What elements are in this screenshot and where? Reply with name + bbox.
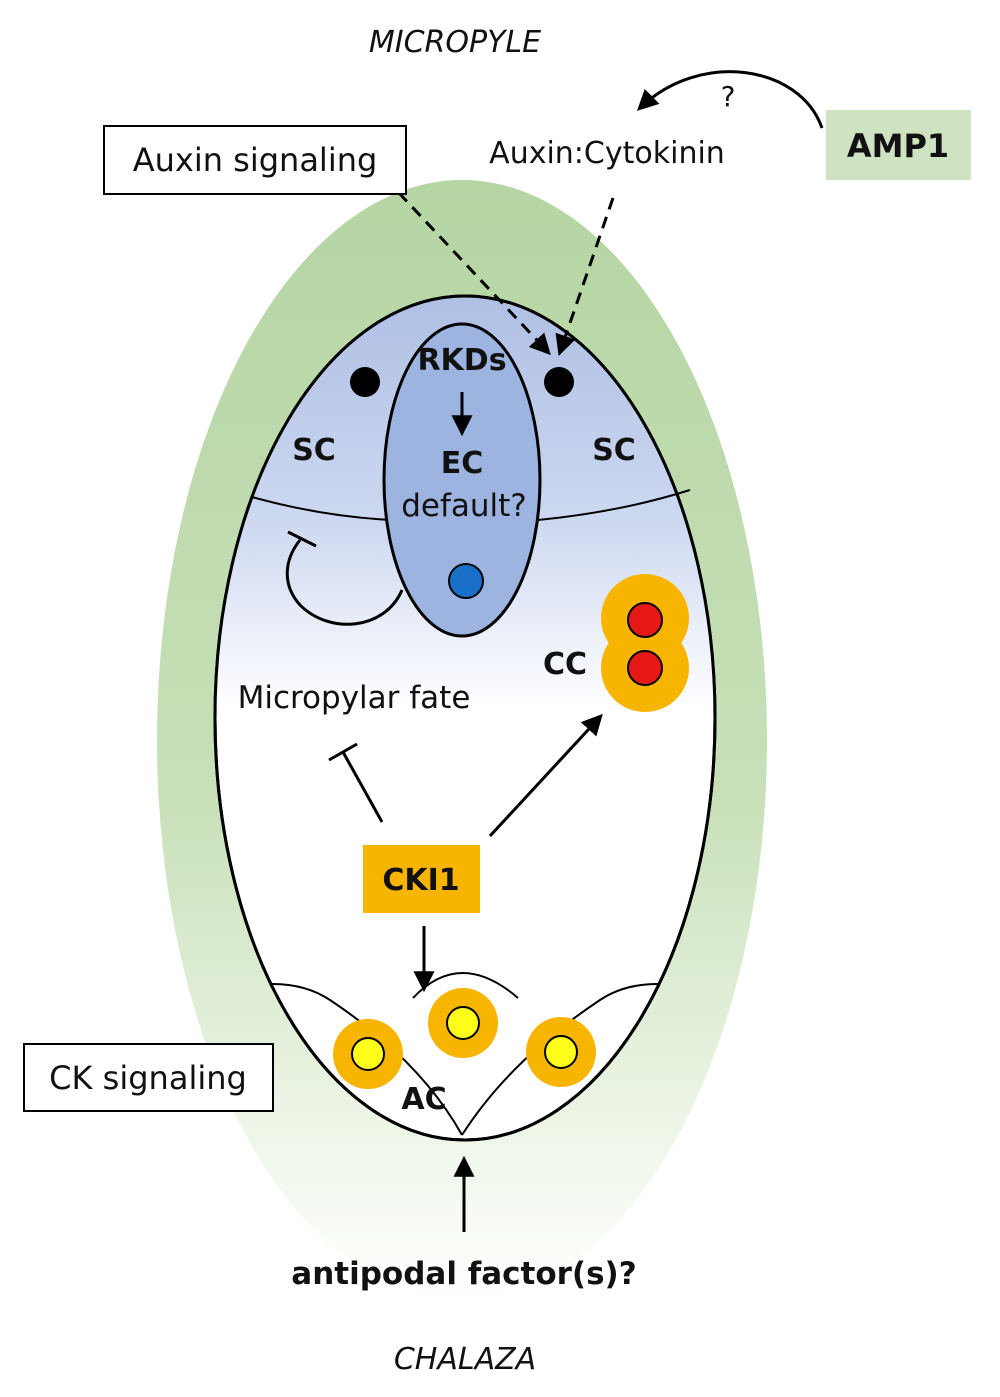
egg-nucleus <box>448 563 484 599</box>
cki1-label: CKI1 <box>382 863 459 898</box>
inhibition-loop-bar <box>287 530 317 548</box>
ck-signaling-box <box>23 1043 274 1112</box>
inhibition-loop <box>285 539 404 626</box>
synergid-nucleus-right <box>544 367 574 397</box>
rkds-label: RKDs <box>417 343 506 378</box>
ck-signaling-label: CK signaling <box>49 1059 247 1097</box>
synergid-nucleus-left <box>350 367 380 397</box>
cki1-box <box>363 845 480 913</box>
cki1-to-cc-arrow <box>488 713 603 838</box>
auxin-signaling-box <box>103 125 407 195</box>
cc-label: CC <box>543 647 587 682</box>
antipodal-cell-right <box>526 1017 596 1087</box>
default-label: default? <box>401 488 527 524</box>
question-mark: ? <box>721 80 736 113</box>
sc-right-label: SC <box>592 433 636 468</box>
cki1-inhibits-micropylar-fate <box>341 751 384 823</box>
micropylar-fate-label: Micropylar fate <box>238 680 471 716</box>
antipodal-boundaries <box>254 972 676 1136</box>
auxin-signaling-label: Auxin signaling <box>133 141 378 179</box>
polar-nucleus-top <box>627 602 663 638</box>
inhibition-bar <box>328 742 358 762</box>
auxin-cytokinin-label: Auxin:Cytokinin <box>489 136 725 171</box>
amp1-label: AMP1 <box>847 127 949 165</box>
amp1-curved-arrow <box>636 70 824 129</box>
polar-nucleus-bottom <box>627 650 663 686</box>
synergid-boundary <box>251 489 691 521</box>
antipodal-cell-left <box>333 1019 403 1089</box>
central-cell <box>601 574 689 712</box>
amp1-box <box>826 110 971 180</box>
antipodal-factors-label: antipodal factor(s)? <box>291 1256 636 1292</box>
antipodal-cell-middle <box>428 988 498 1058</box>
ac-label: AC <box>401 1082 446 1117</box>
chalaza-label: CHALAZA <box>394 1342 536 1377</box>
egg-cell <box>382 322 542 638</box>
micropyle-label: MICROPYLE <box>369 25 541 60</box>
auxin-cytokinin-dashed-arrow <box>555 197 615 356</box>
sc-left-label: SC <box>292 433 336 468</box>
ec-label: EC <box>441 446 484 481</box>
